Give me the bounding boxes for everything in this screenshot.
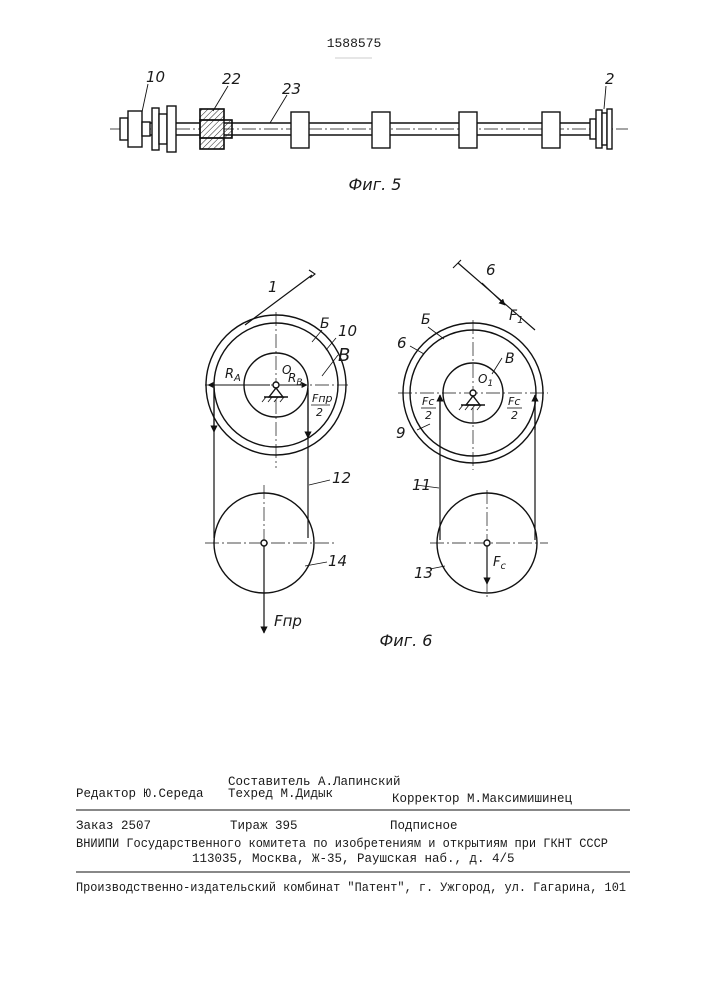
label-10-left: 10 xyxy=(338,322,357,340)
right-end-pulley-2 xyxy=(590,109,612,149)
label-B-upper-left: Б xyxy=(320,316,330,332)
shaft-collar-2 xyxy=(372,112,390,148)
label-6-side: 6 xyxy=(397,334,407,352)
force-Fc-left: Fc xyxy=(422,395,434,408)
label-13: 13 xyxy=(414,564,433,582)
shaft-collar-3 xyxy=(459,112,477,148)
force-Fc-right-denominator: 2 xyxy=(511,409,518,422)
figure-5-caption: Фиг. 5 xyxy=(349,175,402,194)
clutch-22 xyxy=(200,109,232,149)
force-Fc-right: Fc xyxy=(508,395,520,408)
figure-6-caption: Фиг. 6 xyxy=(380,631,433,650)
imprint-institute: ВНИИПИ Государственного комитета по изоб… xyxy=(76,837,608,851)
force-Fc-left-denominator: 2 xyxy=(425,409,432,422)
figure-5 xyxy=(110,84,628,152)
radius-RA: RA xyxy=(225,367,241,384)
label-6-top: 6 xyxy=(486,261,496,279)
imprint-corrector: Корректор М.Максимишинец xyxy=(392,792,573,806)
figure-6-right xyxy=(398,260,548,600)
force-Fpr-half: Fпр xyxy=(312,392,333,405)
label-1: 1 xyxy=(268,278,278,296)
imprint-order: Заказ 2507 xyxy=(76,819,151,833)
force-Fpr-bottom: Fпр xyxy=(274,612,302,630)
force-F1: F1 xyxy=(509,308,523,326)
shaft-collar-4 xyxy=(542,112,560,148)
left-end-pulley-10 xyxy=(120,106,176,152)
label-10: 10 xyxy=(146,68,165,86)
imprint-techred: Техред М.Дидык xyxy=(228,787,333,801)
shaft-collar-1 xyxy=(291,112,309,148)
imprint-publisher: Производственно-издательский комбинат "П… xyxy=(76,881,626,895)
imprint-circulation: Тираж 395 xyxy=(230,819,298,833)
label-22: 22 xyxy=(222,70,241,88)
label-V-left: В xyxy=(338,345,350,366)
label-23: 23 xyxy=(282,80,301,98)
force-Fc-bottom: Fc xyxy=(493,555,506,572)
label-2: 2 xyxy=(605,70,615,88)
imprint-subscription: Подписное xyxy=(390,819,458,833)
imprint-block: Составитель А.Лапинский Редактор Ю.Серед… xyxy=(76,775,630,895)
label-11: 11 xyxy=(412,476,431,494)
label-V-right: В xyxy=(505,351,515,367)
label-14: 14 xyxy=(328,552,347,570)
imprint-editor: Редактор Ю.Середа xyxy=(76,787,204,801)
label-9: 9 xyxy=(396,424,406,442)
label-12: 12 xyxy=(332,469,351,487)
imprint-address: 113035, Москва, Ж-35, Раушская наб., д. … xyxy=(192,852,515,866)
force-Fpr-denominator: 2 xyxy=(316,406,323,419)
patent-number: 1588575 xyxy=(327,36,382,51)
center-O1: O1 xyxy=(478,372,493,389)
label-B-upper-right: Б xyxy=(421,312,431,328)
